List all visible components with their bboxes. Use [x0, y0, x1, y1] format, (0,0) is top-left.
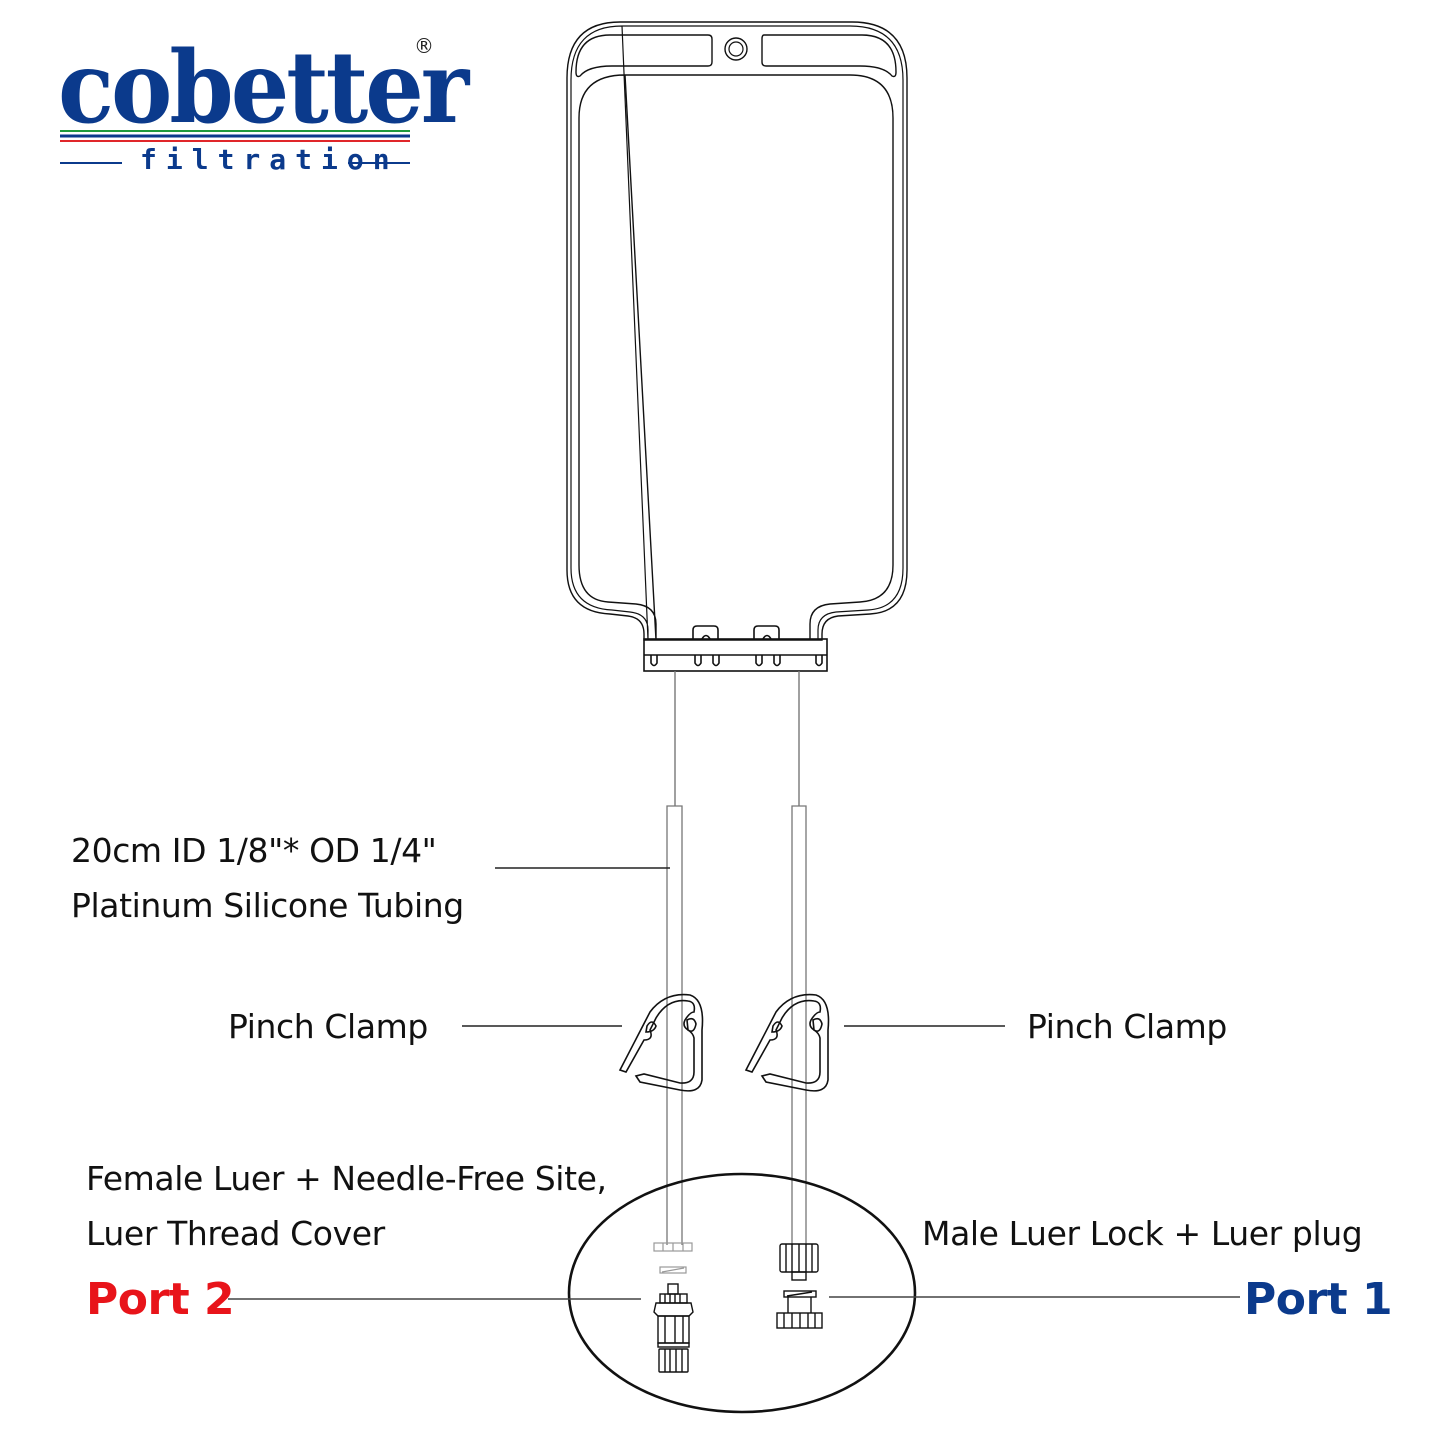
port1-label: Port 1	[1244, 1274, 1393, 1325]
port1-connector-icon	[776, 1243, 823, 1329]
registered-mark-icon: ®	[414, 34, 434, 58]
port-manifold	[643, 625, 828, 672]
tubing-material-label: Platinum Silicone Tubing	[71, 886, 464, 925]
port2-description-line1: Female Luer + Needle-Free Site,	[86, 1159, 607, 1198]
pinch-clamp-right-icon	[744, 993, 830, 1092]
port2-label: Port 2	[86, 1274, 235, 1325]
tubing-spec-label: 20cm ID 1/8"* OD 1/4"	[71, 831, 437, 870]
detail-callout-ellipse	[567, 1172, 917, 1414]
pinch-clamp-right-label: Pinch Clamp	[1027, 1007, 1227, 1046]
port2-description-line2: Luer Thread Cover	[86, 1214, 385, 1253]
silicone-tubing	[666, 805, 807, 1245]
pinch-clamp-left-label: Pinch Clamp	[228, 1007, 428, 1046]
logo-subtitle: filtration	[140, 143, 399, 176]
port1-description: Male Luer Lock + Luer plug	[922, 1214, 1363, 1253]
logo-wordmark: cobetter	[58, 29, 469, 146]
port2-connector-icon	[653, 1242, 694, 1373]
bag-outline	[566, 21, 908, 641]
pinch-clamp-left-icon	[618, 993, 704, 1092]
